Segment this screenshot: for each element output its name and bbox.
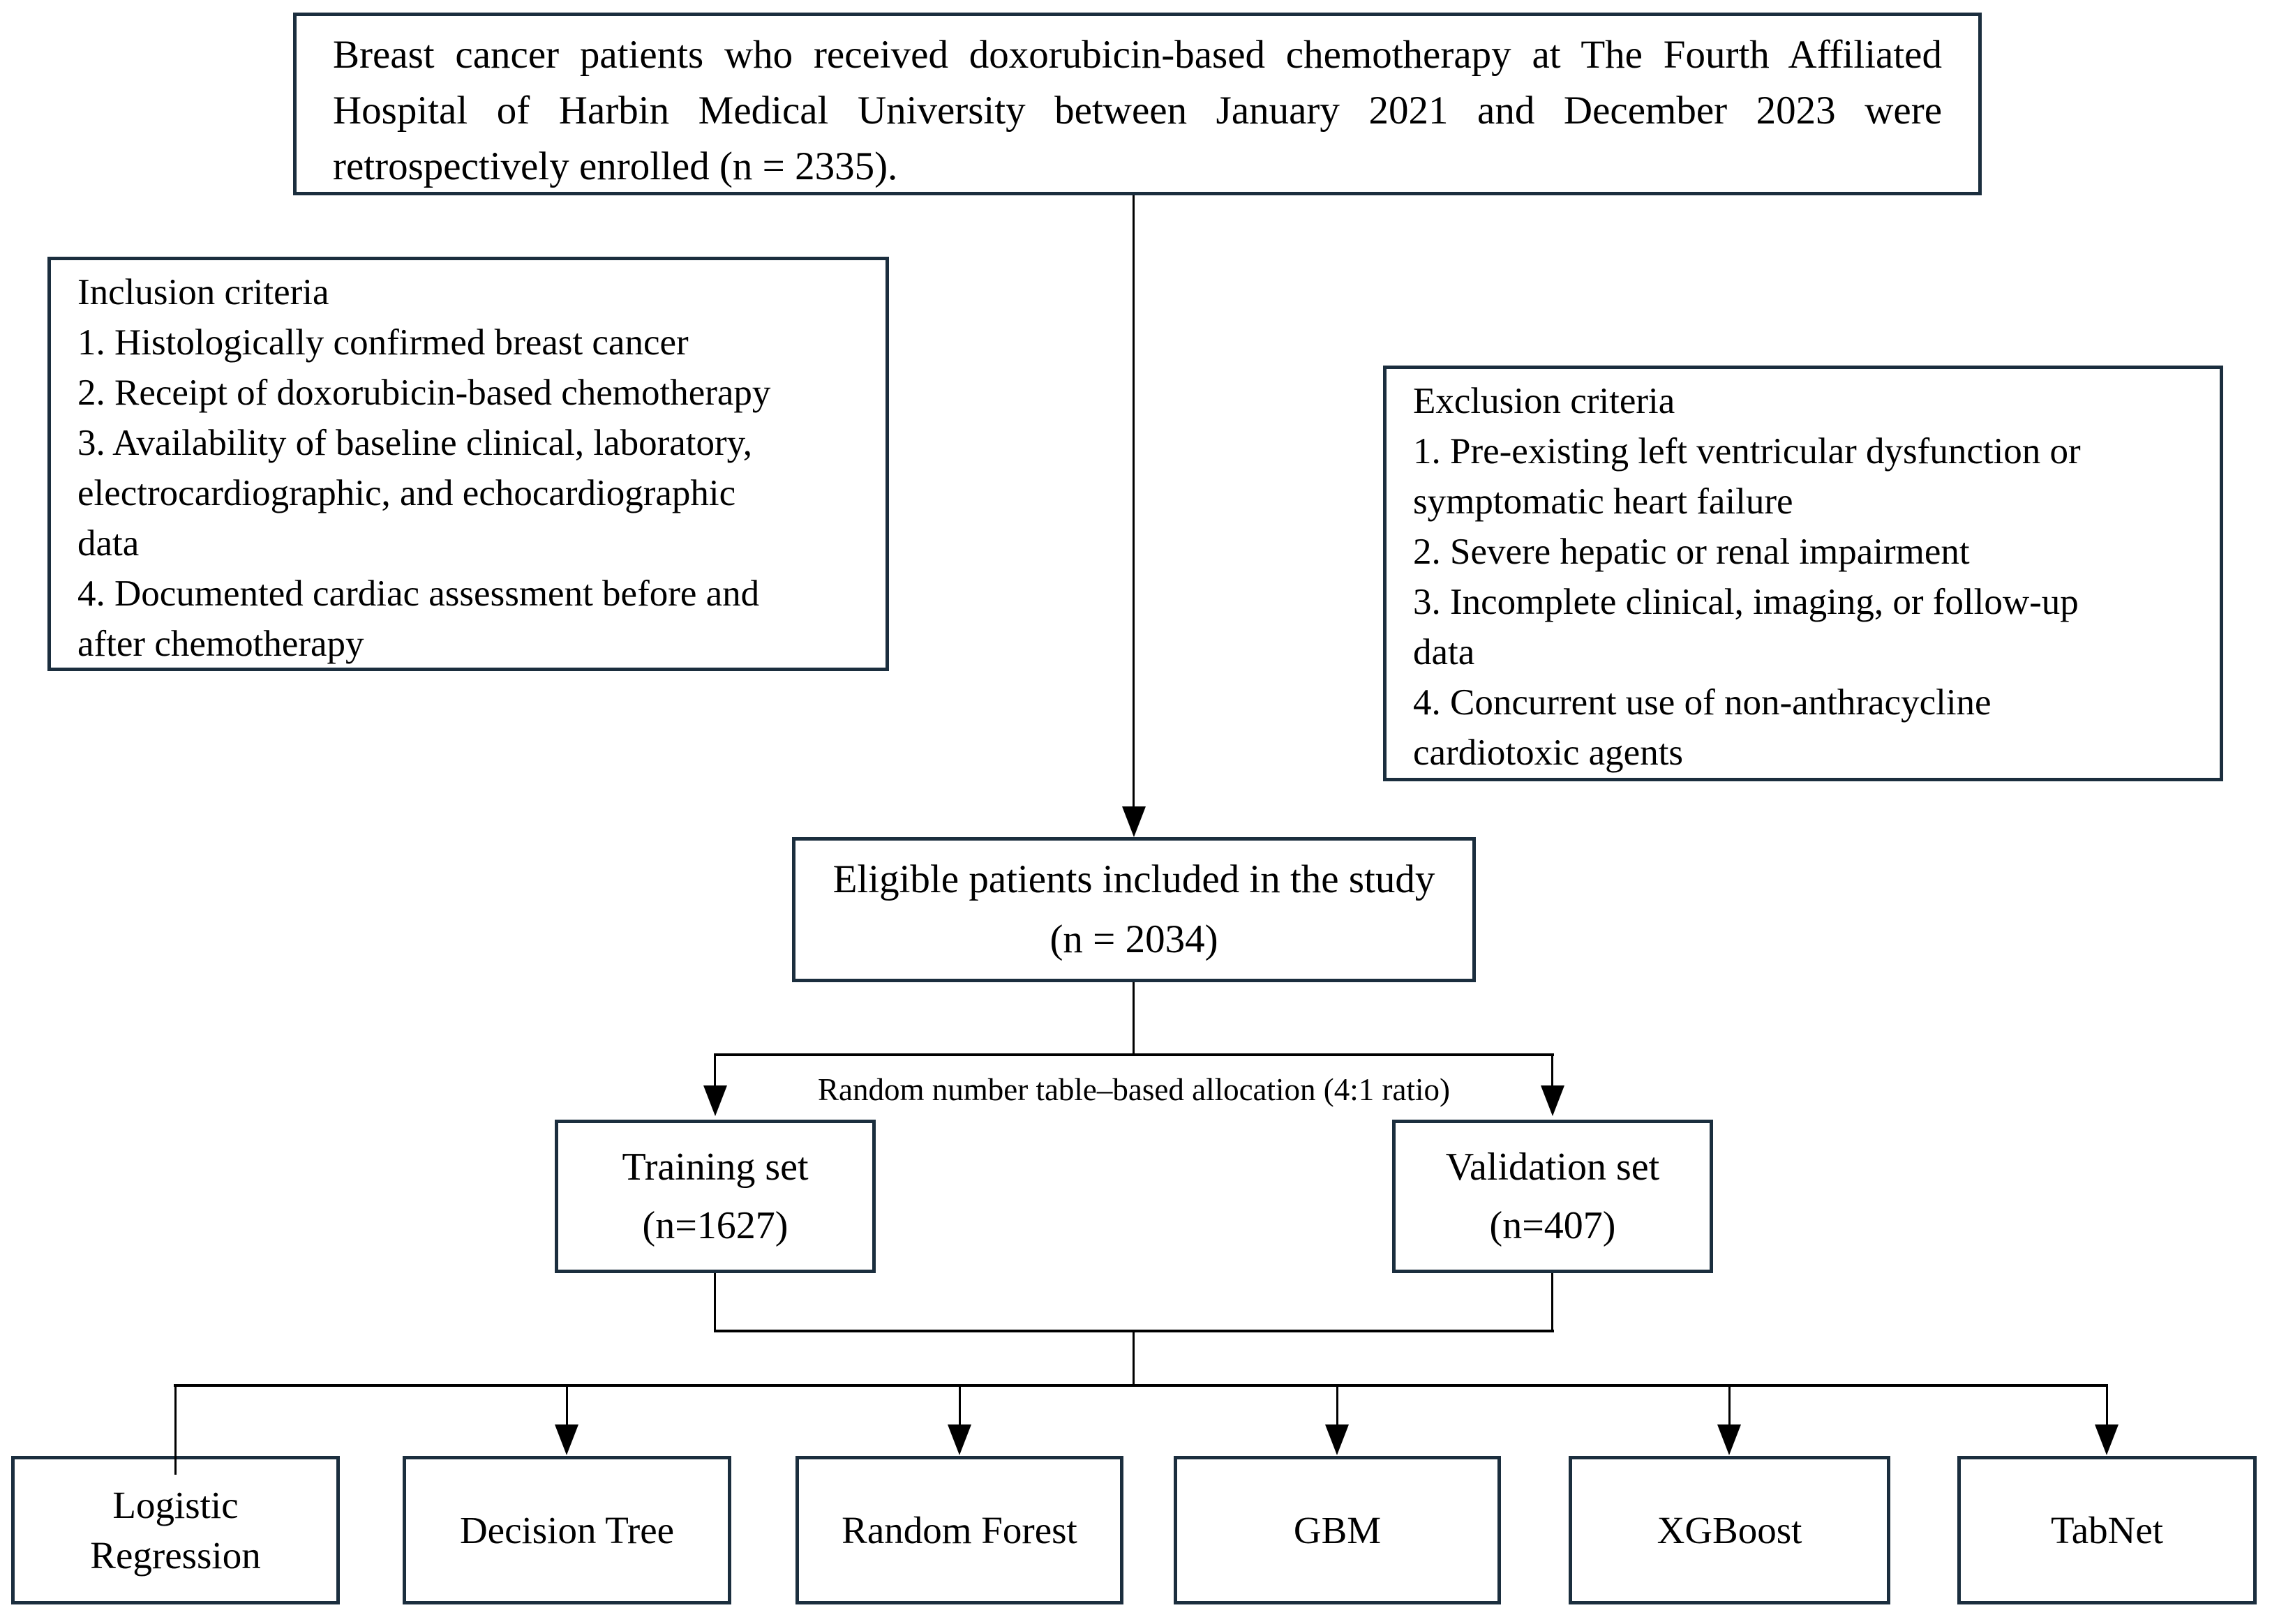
eligible-patients-text: Eligible patients included in the study xyxy=(832,857,1435,901)
eligible-patients-box: Eligible patients included in the study … xyxy=(792,837,1476,982)
exclusion-criteria-title: Exclusion criteria xyxy=(1413,381,1675,421)
validation-set-count: (n=407) xyxy=(1489,1204,1616,1247)
model-box-gbm: GBM xyxy=(1174,1456,1501,1604)
enrollment-box: Breast cancer patients who received doxo… xyxy=(293,13,1982,195)
arrowhead-tabnet-icon xyxy=(2095,1424,2119,1455)
inclusion-criteria-line: data xyxy=(77,523,140,564)
arrowhead-training-icon xyxy=(703,1085,727,1116)
connector-eligible-out xyxy=(1133,982,1135,1055)
arrowhead-gbm-icon xyxy=(1325,1424,1349,1455)
validation-set-box: Validation set (n=407) xyxy=(1392,1120,1713,1273)
inclusion-criteria-line: 2. Receipt of doxorubicin-based chemothe… xyxy=(77,373,771,413)
training-set-label: Training set xyxy=(622,1145,809,1189)
arrowhead-eligible-icon xyxy=(1122,806,1146,837)
inclusion-criteria-line: 4. Documented cardiac assessment before … xyxy=(77,573,760,614)
connector-drop-gbm xyxy=(1336,1385,1338,1426)
model-label: XGBoost xyxy=(1657,1508,1802,1551)
enrollment-text-line: retrospectively enrolled (n = 2335). xyxy=(333,144,898,188)
enrollment-text-line: Breast cancer patients who received doxo… xyxy=(333,33,1942,77)
inclusion-criteria-line: 1. Histologically confirmed breast cance… xyxy=(77,322,689,363)
exclusion-criteria-line: cardiotoxic agents xyxy=(1413,732,1684,773)
inclusion-criteria-line: 3. Availability of baseline clinical, la… xyxy=(77,423,752,463)
connector-drop-decision-tree xyxy=(566,1385,568,1426)
arrowhead-random-forest-icon xyxy=(948,1424,971,1455)
connector-branch-right-drop xyxy=(1551,1053,1553,1087)
connector-top-to-eligible xyxy=(1133,195,1135,808)
connector-drop-random-forest xyxy=(959,1385,961,1426)
connector-drop-xgboost xyxy=(1728,1385,1731,1426)
exclusion-criteria-line: 3. Incomplete clinical, imaging, or foll… xyxy=(1413,582,2079,622)
model-label: Logistic Regression xyxy=(90,1483,261,1577)
connector-drop-logistic-regression xyxy=(174,1385,177,1475)
model-label: Random Forest xyxy=(842,1508,1077,1551)
validation-set-label: Validation set xyxy=(1445,1145,1660,1189)
training-set-count: (n=1627) xyxy=(642,1204,789,1247)
connector-validation-out xyxy=(1551,1273,1553,1331)
allocation-label: Random number table–based allocation (4:… xyxy=(818,1072,1450,1107)
inclusion-criteria-box: Inclusion criteria 1. Histologically con… xyxy=(47,257,889,671)
arrowhead-xgboost-icon xyxy=(1717,1424,1741,1455)
exclusion-criteria-line: 4. Concurrent use of non-anthracycline xyxy=(1413,682,1992,723)
model-box-logistic-regression: Logistic Regression xyxy=(11,1456,340,1604)
model-label: TabNet xyxy=(2050,1508,2164,1551)
model-label: GBM xyxy=(1293,1508,1382,1551)
inclusion-criteria-line: after chemotherapy xyxy=(77,624,364,664)
inclusion-criteria-line: electrocardiographic, and echocardiograp… xyxy=(77,473,736,513)
inclusion-criteria-title: Inclusion criteria xyxy=(77,272,329,313)
connector-branch-horizontal xyxy=(714,1053,1554,1056)
exclusion-criteria-line: data xyxy=(1413,632,1475,672)
model-box-decision-tree: Decision Tree xyxy=(403,1456,731,1604)
model-label: Decision Tree xyxy=(459,1508,675,1551)
training-set-box: Training set (n=1627) xyxy=(555,1120,876,1273)
eligible-patients-count: (n = 2034) xyxy=(1049,917,1218,961)
connector-merge-down xyxy=(1133,1330,1135,1385)
connector-drop-tabnet xyxy=(2106,1385,2108,1426)
connector-branch-left-drop xyxy=(714,1053,716,1087)
connector-distribution-horizontal xyxy=(174,1384,2108,1387)
model-box-tabnet: TabNet xyxy=(1957,1456,2257,1604)
exclusion-criteria-line: 2. Severe hepatic or renal impairment xyxy=(1413,532,1970,572)
arrowhead-decision-tree-icon xyxy=(555,1424,578,1455)
model-box-xgboost: XGBoost xyxy=(1569,1456,1890,1604)
arrowhead-validation-icon xyxy=(1541,1085,1564,1116)
exclusion-criteria-line: symptomatic heart failure xyxy=(1413,481,1793,522)
model-box-random-forest: Random Forest xyxy=(795,1456,1123,1604)
exclusion-criteria-box: Exclusion criteria 1. Pre-existing left … xyxy=(1383,366,2223,781)
exclusion-criteria-line: 1. Pre-existing left ventricular dysfunc… xyxy=(1413,431,2081,472)
connector-training-out xyxy=(714,1273,716,1331)
enrollment-text-line: Hospital of Harbin Medical University be… xyxy=(333,89,1942,133)
